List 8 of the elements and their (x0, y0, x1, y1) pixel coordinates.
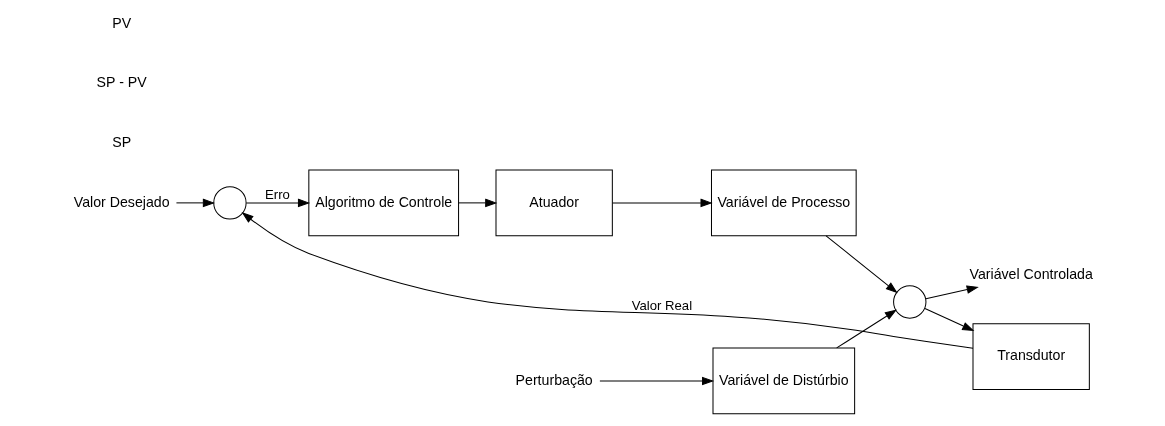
label: SP (111, 133, 131, 150)
node-text: Perturbação (515, 371, 593, 388)
edge-label: Erro (264, 187, 290, 203)
label: SP - PV (96, 74, 147, 91)
edge-label: Valor Real (631, 297, 692, 313)
node-text: Valor Desejado (73, 193, 170, 210)
node-text: Variável Controlada (969, 266, 1093, 283)
label: PV (111, 14, 131, 31)
